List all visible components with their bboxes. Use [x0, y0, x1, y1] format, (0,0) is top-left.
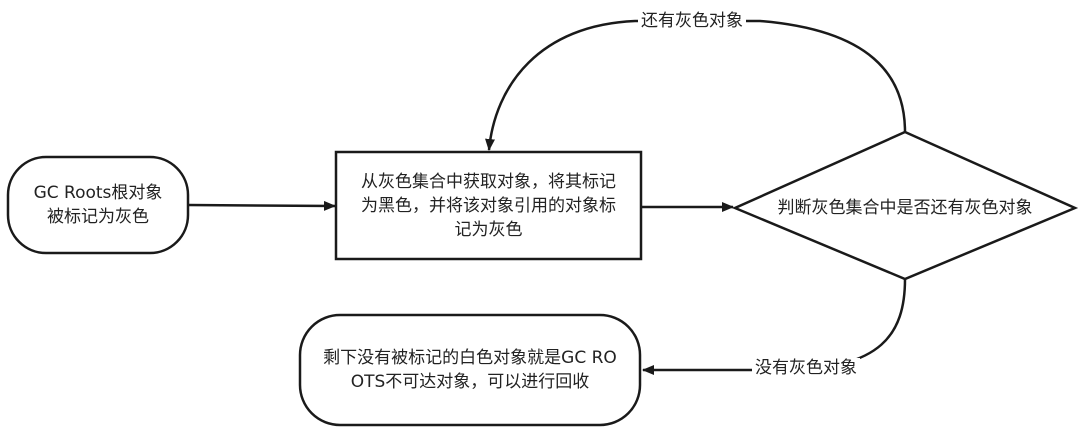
start-node-label: GC Roots根对象被标记为灰色	[33, 183, 163, 227]
edge-start-to-process	[187, 200, 336, 211]
process-node-shape	[334, 150, 643, 261]
edge-label-has-gray: 还有灰色对象	[638, 11, 746, 31]
result-node-label: 剩下没有被标记的白色对象就是GC ROOTS不可达对象，可以进行回收	[323, 348, 617, 392]
edge-decision-loop	[485, 19, 907, 151]
result-node-shape	[298, 313, 642, 427]
decision-node-label: 判断灰色集合中是否还有灰色对象	[777, 198, 1033, 218]
process-node-label: 从灰色集合中获取对象，将其标记为黑色，并将该对象引用的对象标记为灰色	[361, 171, 616, 240]
edge-decision-to-result	[642, 278, 907, 375]
edge-label-no-gray: 没有灰色对象	[752, 358, 860, 378]
